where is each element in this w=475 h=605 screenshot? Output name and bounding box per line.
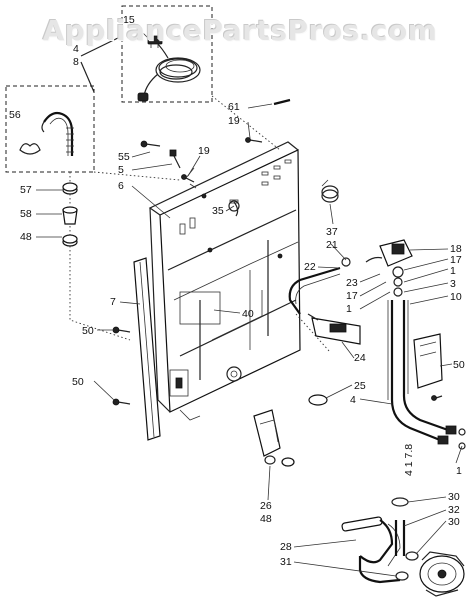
tiny-code-text: 4 1 7.8	[403, 444, 415, 476]
callout-4-top: 4	[73, 43, 79, 55]
callout-32: 32	[448, 504, 460, 516]
callout-30-top: 30	[448, 491, 460, 503]
callout-4-mid: 4	[350, 394, 356, 406]
pump-body	[419, 551, 465, 597]
callout-58: 58	[20, 208, 32, 220]
callout-50-right: 50	[453, 359, 465, 371]
callout-3: 3	[450, 278, 456, 290]
callout-1-mid: 1	[346, 303, 352, 315]
clamp-37	[321, 179, 339, 203]
callout-15: 15	[123, 14, 135, 26]
fill-hose	[288, 266, 341, 353]
callout-6: 6	[118, 180, 124, 192]
watermark-text: AppliancePartsPros.com	[42, 14, 438, 47]
callout-26: 26	[260, 500, 272, 512]
callout-23: 23	[346, 277, 358, 289]
callout-7: 7	[110, 296, 116, 308]
side-strip	[133, 257, 161, 441]
bracket-10	[413, 333, 443, 389]
inlet-hoses	[387, 300, 466, 450]
callout-50-lower: 50	[72, 376, 84, 388]
callout-31: 31	[280, 556, 292, 568]
water-valve	[341, 239, 413, 297]
leader-lines	[93, 23, 463, 577]
clamp-and-hose-parts	[36, 172, 131, 341]
callout-56: 56	[9, 109, 21, 121]
callout-30-low: 30	[448, 516, 460, 528]
callout-37: 37	[326, 226, 338, 238]
callout-40: 40	[242, 308, 254, 320]
callout-19-top: 19	[228, 115, 240, 127]
callout-18: 18	[450, 243, 462, 255]
callout-48-top: 48	[20, 231, 32, 243]
callout-35: 35	[212, 205, 224, 217]
callout-24: 24	[354, 352, 366, 364]
drain-hose-inset	[5, 85, 95, 173]
callout-10: 10	[450, 291, 462, 303]
callout-25: 25	[354, 380, 366, 392]
power-cord-inset	[121, 5, 213, 103]
callout-8: 8	[73, 56, 79, 68]
callout-61: 61	[228, 101, 240, 113]
rear-panel-assembly	[148, 141, 301, 421]
callout-17-top: 17	[450, 254, 462, 266]
callout-19-mid: 19	[198, 145, 210, 157]
callout-1-top: 1	[450, 265, 456, 277]
callout-1-low: 1	[456, 465, 462, 477]
pump-part-26	[253, 409, 295, 467]
callout-50-left: 50	[82, 325, 94, 337]
bracket-24	[307, 313, 361, 345]
callout-5: 5	[118, 164, 124, 176]
callout-55: 55	[118, 151, 130, 163]
callout-57: 57	[20, 184, 32, 196]
callout-labels: 15 4 8 56 57 58 48 61 19 55 5 19 6 35 37…	[9, 14, 465, 568]
callout-28: 28	[280, 541, 292, 553]
callout-48-low: 48	[260, 513, 272, 525]
callout-21: 21	[326, 239, 338, 251]
screws	[112, 137, 443, 406]
callout-17-mid: 17	[346, 290, 358, 302]
callout-22: 22	[304, 261, 316, 273]
